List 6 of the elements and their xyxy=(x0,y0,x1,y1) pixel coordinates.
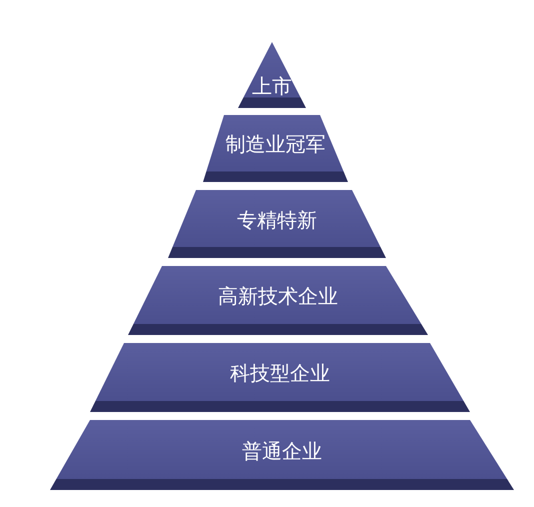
tier-label: 科技型企业 xyxy=(230,361,330,387)
tier-label: 普通企业 xyxy=(242,438,322,464)
tier-label: 专精特新 xyxy=(237,208,317,234)
tier-label: 制造业冠军 xyxy=(226,132,326,158)
tier-label: 上市 xyxy=(252,74,292,100)
tier-label: 高新技术企业 xyxy=(218,284,338,310)
